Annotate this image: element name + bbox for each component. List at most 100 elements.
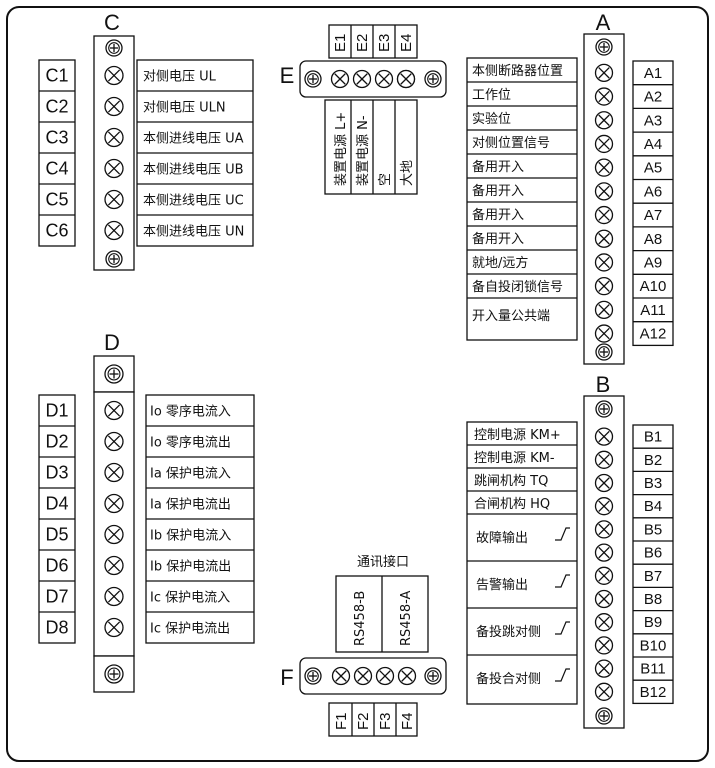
circle-x-icon — [352, 69, 372, 89]
block-a-letter: A — [596, 10, 611, 35]
circle-x-icon — [594, 520, 614, 539]
circle-x-icon — [104, 431, 124, 452]
circle-x-icon — [330, 69, 350, 89]
block-e-label-box — [324, 99, 418, 195]
circle-x-icon — [104, 493, 124, 514]
block-c-code: C1 — [45, 66, 68, 86]
block-e-code: E2 — [354, 34, 371, 52]
block-a-label: 实验位 — [472, 111, 511, 127]
circle-x-icon — [594, 63, 614, 82]
block-c-label: 本侧进线电压 UA — [143, 132, 244, 147]
circle-x-icon — [104, 555, 124, 576]
block-c-label: 对侧电压 ULN — [143, 101, 226, 116]
circle-x-icon — [594, 158, 614, 177]
block-f-code: F1 — [333, 712, 350, 730]
circle-x-icon — [594, 229, 614, 248]
block-b-terminal-strip — [583, 395, 625, 729]
block-e-code: E1 — [332, 34, 349, 52]
circle-x-icon — [594, 566, 614, 585]
block-e-label: 大地 — [400, 160, 415, 186]
block-b-letter: B — [596, 372, 611, 397]
circle-x-icon — [104, 127, 124, 148]
block-d-label: Ia 保护电流出 — [150, 498, 231, 513]
circle-x-icon — [104, 189, 124, 210]
block-b-label: 控制电源 KM+ — [474, 428, 561, 443]
circle-x-icon — [104, 220, 124, 241]
relay-contact-icon — [555, 527, 570, 541]
circle-x-icon — [396, 69, 416, 89]
relay-contact-icon — [555, 574, 570, 588]
circle-x-icon — [104, 462, 124, 483]
block-d-label: Io 零序电流出 — [150, 436, 231, 451]
block-a-label: 工作位 — [472, 88, 511, 103]
circle-x-icon — [104, 65, 124, 86]
circle-plus-icon — [595, 400, 613, 418]
circle-plus-icon — [595, 707, 613, 725]
block-a-code: A6 — [644, 183, 662, 200]
block-a-code: A4 — [644, 136, 662, 153]
circle-x-icon — [397, 666, 417, 686]
block-a-code: A11 — [640, 302, 666, 319]
circle-x-icon — [104, 524, 124, 545]
block-f-title: 通讯接口 — [357, 554, 409, 570]
block-c-code: C3 — [45, 128, 68, 148]
block-c-code: C5 — [45, 190, 68, 210]
block-e-code: E3 — [376, 34, 393, 52]
block-e-letter: E — [280, 63, 295, 88]
block-a-code: A3 — [644, 112, 662, 129]
block-f-code-row — [328, 702, 418, 737]
circle-plus-icon — [105, 250, 123, 268]
block-f-code: F4 — [399, 712, 416, 730]
block-b-label: 备投跳对侧 — [476, 624, 541, 640]
block-d-label: Ia 保护电流入 — [150, 467, 231, 482]
block-a-code: A12 — [640, 326, 667, 343]
circle-x-icon — [594, 111, 614, 130]
block-c-code: C4 — [45, 159, 68, 179]
block-b-code: B6 — [644, 545, 662, 562]
block-b-code: B7 — [644, 568, 662, 585]
circle-plus-icon — [104, 664, 124, 684]
circle-plus-icon — [595, 38, 613, 56]
circle-x-icon — [594, 543, 614, 562]
block-d-code: D1 — [45, 401, 68, 421]
block-b-label: 控制电源 KM- — [474, 451, 555, 466]
block-d-label: Io 零序电流入 — [150, 405, 231, 420]
block-a-label: 开入量公共端 — [472, 309, 550, 324]
block-f-terminal-strip — [299, 657, 447, 695]
circle-plus-icon — [424, 667, 442, 685]
block-b-label: 跳闸机构 TQ — [474, 474, 548, 489]
block-b-label: 合闸机构 HQ — [474, 497, 550, 512]
circle-x-icon — [594, 205, 614, 225]
circle-plus-icon — [304, 667, 322, 685]
circle-x-icon — [594, 589, 614, 609]
circle-x-icon — [594, 87, 614, 106]
block-c-label: 对侧电压 UL — [143, 70, 217, 85]
block-b-code: B12 — [640, 684, 667, 701]
block-b-code: B8 — [644, 591, 662, 608]
block-e-code: E4 — [398, 34, 415, 52]
block-a-label-column — [466, 57, 578, 341]
circle-plus-icon — [595, 343, 613, 361]
block-c-label: 本侧进线电压 UB — [143, 163, 244, 178]
block-d-code: D3 — [45, 463, 68, 483]
block-d-code: D8 — [45, 618, 68, 638]
block-d-terminal-strip — [93, 391, 135, 657]
block-c-letter: C — [104, 10, 120, 35]
circle-x-icon — [594, 613, 614, 632]
circle-plus-icon — [105, 39, 123, 57]
block-a-code: A5 — [644, 160, 662, 177]
block-a-label: 备用开入 — [472, 159, 524, 175]
block-b-code: B2 — [644, 452, 662, 469]
block-a-label: 就地/远方 — [472, 255, 528, 271]
block-b-label-column — [466, 421, 578, 705]
block-a-label: 备用开入 — [472, 183, 524, 199]
circle-x-icon — [594, 134, 614, 154]
block-b-code: B9 — [644, 614, 662, 631]
block-a-label: 本侧断路器位置 — [472, 63, 563, 79]
circle-x-icon — [594, 636, 614, 655]
block-d-code: D5 — [45, 525, 68, 545]
block-b-code: B11 — [640, 661, 666, 678]
block-d-code: D7 — [45, 587, 68, 607]
block-d-code: D4 — [45, 494, 68, 514]
